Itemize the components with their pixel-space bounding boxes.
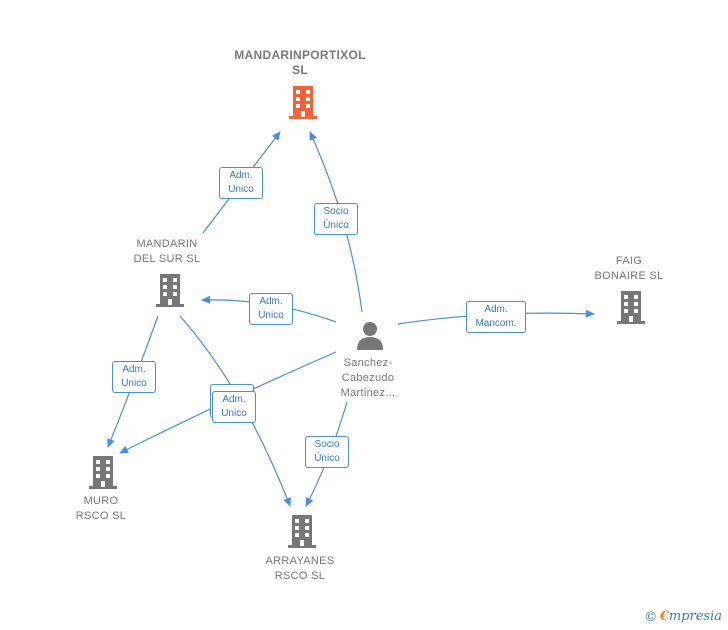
building-icon[interactable] [286, 513, 318, 549]
copyright-icon: © [645, 608, 656, 624]
edge-label-adm-unico-3: Adm. Unico [112, 361, 156, 393]
building-icon[interactable] [87, 454, 119, 490]
person-icon[interactable] [355, 320, 385, 350]
edge-label-adm-unico-2: Adm. Unico [249, 293, 293, 325]
node-label-arrayanes-rsco[interactable]: ARRAYANES RSCO SL [265, 555, 335, 582]
node-label-mandarinportixol[interactable]: MANDARINPORTIXOL SL [234, 48, 366, 77]
footer-brand: © €mpresia [645, 608, 722, 624]
edge-label-socio-unico-2: Socio Único [305, 436, 349, 468]
node-label-muro-rsco[interactable]: MURO RSCO SL [75, 495, 127, 522]
building-icon[interactable] [154, 272, 186, 308]
brand-logo[interactable]: €mpresia [659, 608, 722, 624]
building-icon[interactable] [615, 289, 647, 325]
node-label-faig-bonaire[interactable]: FAIG BONAIRE SL [594, 255, 664, 282]
edge-label-adm-unico-1: Adm. Unico [219, 167, 263, 199]
node-label-person[interactable]: Sanchez- Cabezudo Martinez... [340, 357, 396, 399]
edge-label-adm-unico-4: Adm. Unico [212, 391, 256, 423]
building-icon[interactable] [287, 84, 319, 120]
edge-label-adm-mancom: Adm. Mancom. [466, 301, 526, 333]
node-label-mandarin-del-sur[interactable]: MANDARIN DEL SUR SL [133, 238, 201, 265]
edge-label-socio-unico-1: Socio Único [314, 203, 358, 235]
